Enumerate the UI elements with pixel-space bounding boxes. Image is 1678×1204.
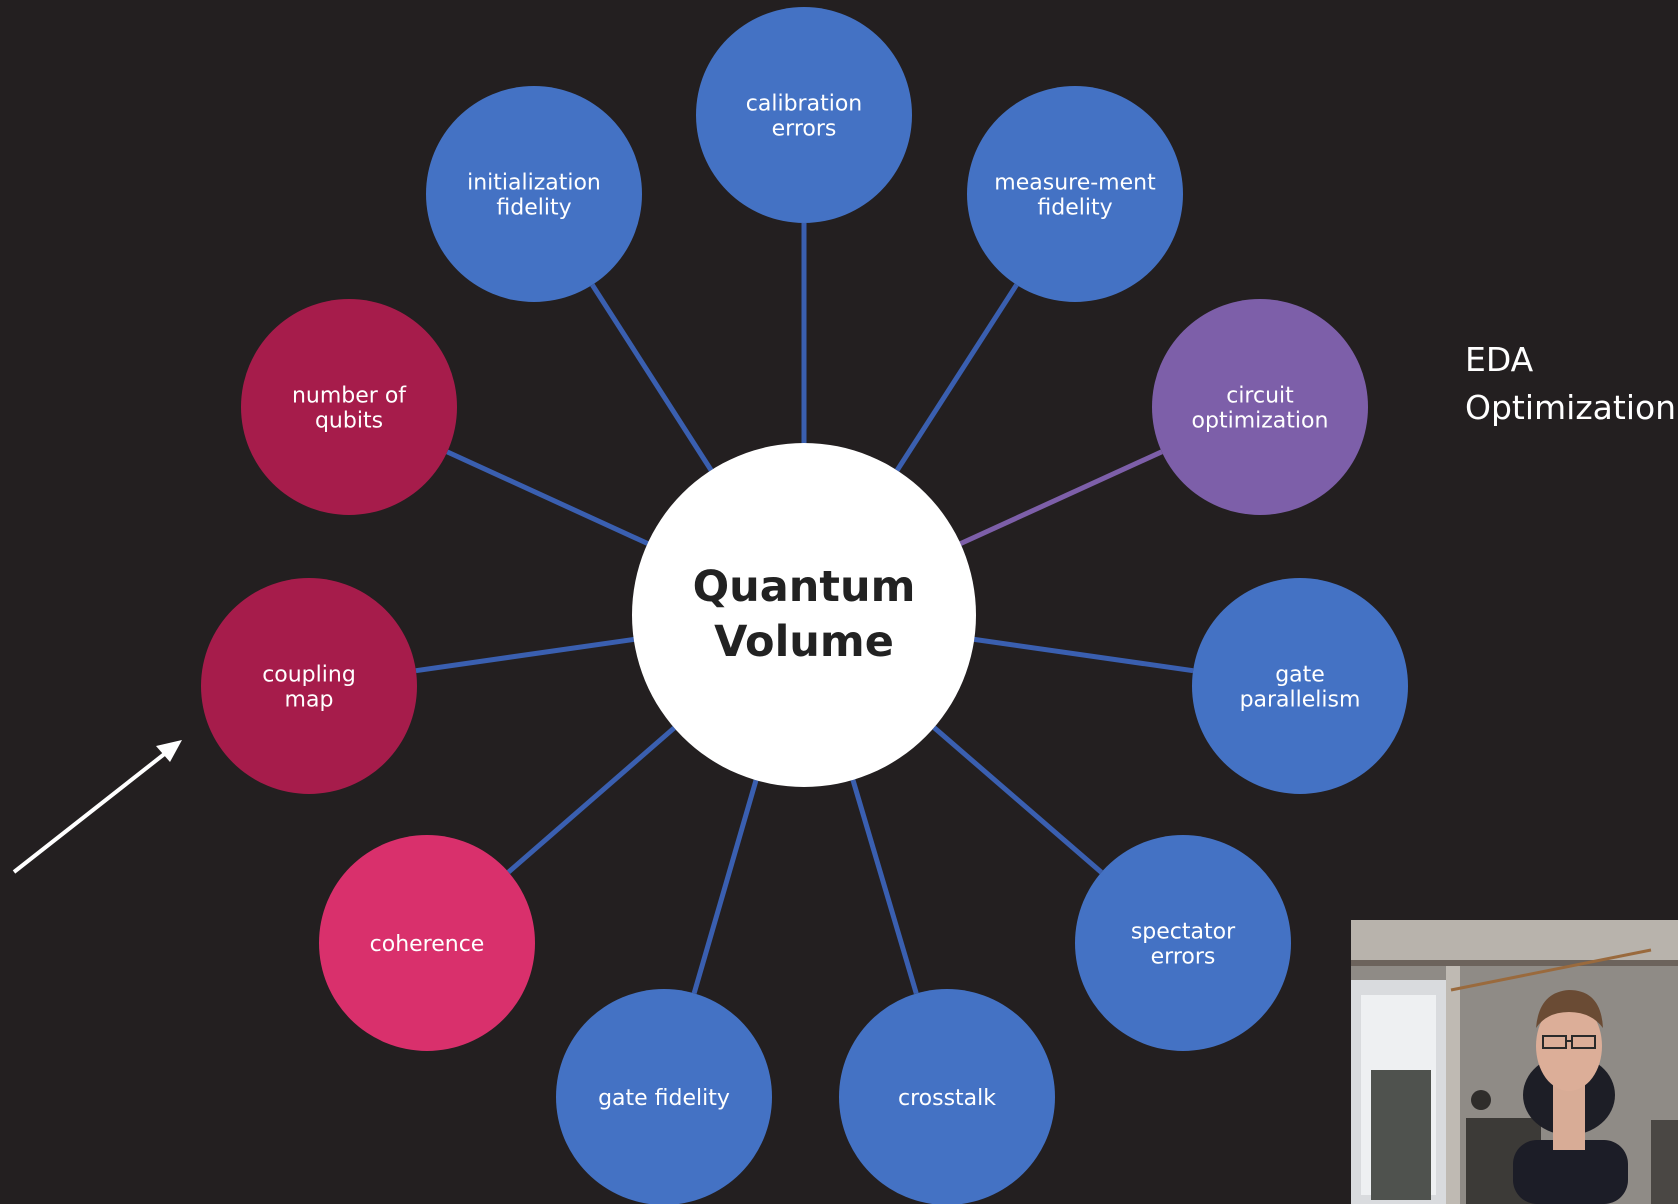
connector-gate-parallelism <box>973 636 1194 674</box>
node-circle-spectator-errors <box>1075 835 1291 1051</box>
connector-number-of-qubits <box>446 449 649 546</box>
connector-initialization-fidelity <box>590 283 714 472</box>
node-label-number-of-qubits-line-2: qubits <box>315 409 383 434</box>
node-circle-coupling-map <box>201 578 417 794</box>
node-label-spectator-errors-line-2: errors <box>1151 945 1216 970</box>
node-label-gate-parallelism-line-2: parallelism <box>1240 688 1361 713</box>
node-coherence: coherence <box>319 835 535 1051</box>
connector-circuit-optimization <box>959 449 1163 546</box>
connector-measurement-fidelity <box>894 283 1019 472</box>
node-crosstalk: crosstalk <box>839 989 1055 1204</box>
node-label-coupling-map-line-2: map <box>285 688 334 713</box>
node-label-measurement-fidelity-line-1: measure-ment <box>994 171 1156 196</box>
node-label-circuit-optimization-line-2: optimization <box>1192 409 1329 434</box>
side-note-line-2: Optimization <box>1465 388 1677 427</box>
node-label-crosstalk-line-1: crosstalk <box>898 1086 996 1111</box>
node-label-measurement-fidelity-line-2: fidelity <box>1037 196 1112 221</box>
hub-circle-shape <box>632 443 976 787</box>
node-label-gate-fidelity-line-1: gate fidelity <box>598 1086 730 1111</box>
node-circle-circuit-optimization <box>1152 299 1368 515</box>
node-label-circuit-optimization-line-1: circuit <box>1226 384 1294 409</box>
node-circle-coherence <box>319 835 535 1051</box>
node-gate-fidelity: gate fidelity <box>556 989 772 1204</box>
node-circle-measurement-fidelity <box>967 86 1183 302</box>
hub-label-line-2: Volume <box>714 617 894 667</box>
node-label-calibration-errors-line-1: calibration <box>746 92 862 117</box>
node-label-calibration-errors-line-2: errors <box>772 117 837 142</box>
node-circle-initialization-fidelity <box>426 86 642 302</box>
webcam-feed <box>1351 920 1678 1204</box>
node-circle-gate-parallelism <box>1192 578 1408 794</box>
node-label-coherence-line-1: coherence <box>370 932 485 957</box>
node-label-coupling-map-line-1: coupling <box>262 663 356 688</box>
node-label-initialization-fidelity-line-2: fidelity <box>496 196 571 221</box>
side-note: EDA Optimization <box>1465 336 1676 432</box>
connector-spectator-errors <box>932 725 1103 875</box>
node-circle-gate-fidelity <box>556 989 772 1204</box>
arrow-shaft <box>12 746 174 874</box>
node-label-spectator-errors-line-1: spectator <box>1131 920 1236 945</box>
node-label-gate-parallelism-line-1: gate <box>1275 663 1325 688</box>
node-label-initialization-fidelity-line-1: initialization <box>467 171 601 196</box>
node-circle-crosstalk <box>839 989 1055 1204</box>
side-note-line-1: EDA <box>1465 340 1534 379</box>
node-circle-number-of-qubits <box>241 299 457 515</box>
hub-circle: Quantum Volume <box>632 443 976 787</box>
arrow-up-right-icon <box>12 740 182 874</box>
node-label-number-of-qubits-line-1: number of <box>292 384 407 409</box>
presenter-video-thumbnail <box>1351 920 1678 1204</box>
hub-label-line-1: Quantum <box>693 562 916 612</box>
nodes: calibrationerrorsmeasure-mentfidelitycir… <box>201 7 1408 1204</box>
connector-gate-fidelity <box>691 779 759 994</box>
connector-crosstalk <box>850 779 919 995</box>
node-circle-calibration-errors <box>696 7 912 223</box>
connectors <box>415 223 1194 995</box>
connector-coherence <box>506 726 676 874</box>
connector-coupling-map <box>415 636 635 674</box>
arrow-head <box>156 740 182 762</box>
